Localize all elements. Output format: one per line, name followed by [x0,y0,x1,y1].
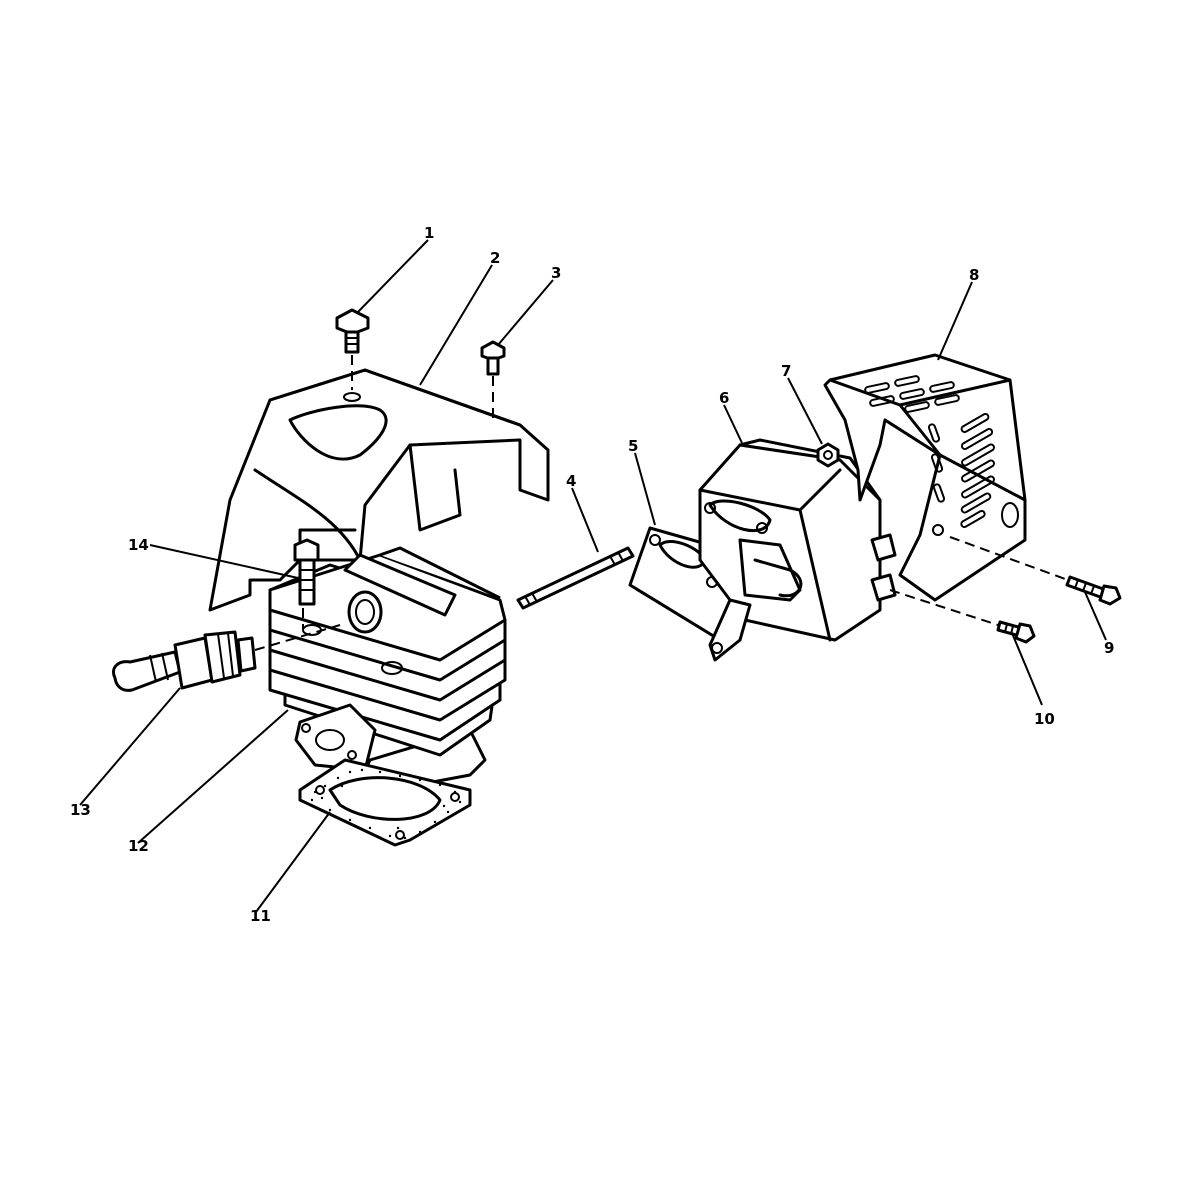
callout-5: 5 [628,437,638,455]
shroud-screw-side [480,340,506,420]
guard-screw-short [889,589,1036,644]
callout-1: 1 [424,224,434,242]
shroud-screw-top [335,308,370,390]
leader-lines [79,239,1107,913]
spark-plug [112,624,341,692]
callout-14: 14 [128,536,149,554]
muffler-guard [823,353,1027,602]
callout-numbers: 1 2 3 4 5 6 7 8 9 10 11 12 13 14 [70,224,1114,925]
cylinder-screw [293,538,320,606]
callout-7: 7 [781,362,791,380]
callout-12: 12 [128,837,149,855]
callout-10: 10 [1034,710,1055,728]
callout-8: 8 [969,266,979,284]
callout-11: 11 [250,907,271,925]
muffler-body [698,438,897,662]
muffler-stud [516,546,635,610]
callout-13: 13 [70,801,91,819]
guard-vent-slots-top [864,375,960,413]
engine-cylinder [268,546,507,792]
callout-9: 9 [1104,639,1114,657]
muffler-nut [816,442,840,468]
callout-3: 3 [551,264,561,282]
callout-2: 2 [490,249,500,267]
cylinder-base-gasket [298,758,472,847]
callout-6: 6 [719,389,729,407]
guard-screw-long [949,536,1122,606]
callout-4: 4 [566,472,576,490]
guard-vent-slots-side [927,413,995,528]
